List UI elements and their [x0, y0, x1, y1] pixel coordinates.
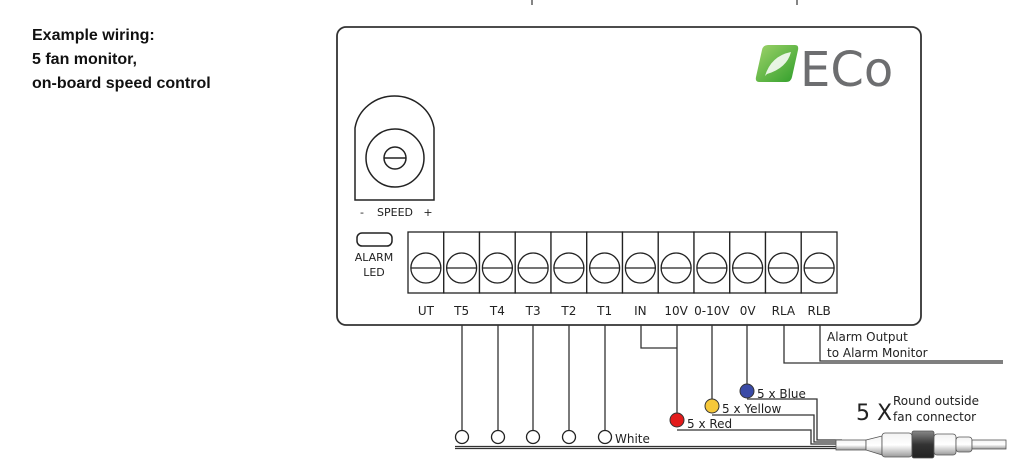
- terminal-t3: T3: [514, 231, 552, 318]
- terminal-label: T1: [596, 304, 612, 318]
- terminal-cell: [586, 231, 624, 294]
- terminal-label: 0-10V: [694, 304, 730, 318]
- wire-red-run: [677, 429, 842, 445]
- blue-wire-end: [739, 383, 755, 399]
- alarm-led: [356, 232, 393, 247]
- speed-label: SPEED: [377, 206, 413, 219]
- terminal-cell: [478, 231, 516, 294]
- connector-label: Round outside: [893, 394, 979, 408]
- terminal-t1: T1: [586, 231, 624, 318]
- terminal-cell: [693, 231, 731, 294]
- terminal-t4: T4: [478, 231, 516, 318]
- terminal-in: IN: [621, 231, 659, 318]
- terminal-label: T2: [560, 304, 576, 318]
- terminal-label: 0V: [740, 304, 757, 318]
- alarm-led-label: LED: [363, 266, 385, 279]
- wire-in-bridge: [640, 325, 677, 349]
- heading-line: on-board speed control: [32, 75, 211, 92]
- terminal-t2: T2: [550, 231, 588, 318]
- white-wire-end: [525, 429, 541, 445]
- yellow-label: 5 x Yellow: [722, 402, 781, 416]
- white-wire-ends: [454, 429, 613, 445]
- speed-minus: -: [360, 206, 364, 219]
- red-label: 5 x Red: [687, 417, 732, 431]
- terminal-label: T4: [489, 304, 505, 318]
- white-wire-end: [597, 429, 613, 445]
- red-wire-end: [669, 412, 685, 428]
- blue-label: 5 x Blue: [757, 387, 806, 401]
- terminal-label: UT: [418, 304, 435, 318]
- terminal-rlb: RLB: [800, 231, 838, 318]
- eco-logo: ECo: [755, 42, 893, 98]
- terminal-label: IN: [634, 304, 647, 318]
- fan-connector-icon: [835, 430, 1007, 459]
- terminal-cell: [550, 231, 588, 294]
- wire-yellow-run: [712, 414, 842, 443]
- terminal-cell: [800, 231, 838, 294]
- connector-count: 5 X: [856, 401, 892, 426]
- leaf-vein-icon: [765, 52, 791, 76]
- terminal-cell: [407, 231, 445, 294]
- terminal-rla: RLA: [764, 231, 802, 318]
- wire-rla: [783, 325, 1003, 364]
- terminal-0-10v: 0-10V: [693, 231, 731, 318]
- terminal-cell: [729, 231, 767, 294]
- terminal-cell: [621, 231, 659, 294]
- speed-plus: +: [423, 206, 432, 219]
- heading-line: Example wiring:: [32, 27, 155, 44]
- terminal-ut: UT: [407, 231, 445, 318]
- terminal-label: T3: [525, 304, 541, 318]
- wiring-heading: Example wiring: 5 fan monitor, on-board …: [32, 24, 211, 96]
- terminal-label: 10V: [664, 304, 688, 318]
- alarm-led-label: ALARM: [355, 251, 394, 264]
- terminal-cell: [514, 231, 552, 294]
- wire-blue-run: [747, 398, 842, 441]
- yellow-wire-end: [704, 398, 720, 414]
- terminal-block: UT T5 T4 T3 T2 T1 IN 10V 0-10V 0V RLA RLB: [407, 231, 838, 318]
- alarm-output-label: to Alarm Monitor: [827, 346, 928, 360]
- white-wire-end: [454, 429, 470, 445]
- heading-line: 5 fan monitor,: [32, 51, 137, 68]
- terminal-t5: T5: [443, 231, 481, 318]
- terminal-label: T5: [453, 304, 469, 318]
- terminal-label: RLA: [772, 304, 796, 318]
- terminal-cell: [443, 231, 481, 294]
- terminal-cell: [764, 231, 802, 294]
- logo-text: ECo: [800, 42, 893, 98]
- terminal-0v: 0V: [729, 231, 767, 318]
- speed-potentiometer[interactable]: [354, 95, 435, 201]
- wires: [455, 325, 1003, 450]
- white-wire-end: [490, 429, 506, 445]
- white-label: White: [615, 432, 650, 446]
- wire-rlb: [819, 325, 1003, 362]
- terminal-cell: [657, 231, 695, 294]
- white-wire-end: [561, 429, 577, 445]
- terminal-label: RLB: [807, 304, 830, 318]
- alarm-output-label: Alarm Output: [827, 330, 908, 344]
- connector-label: fan connector: [893, 410, 976, 424]
